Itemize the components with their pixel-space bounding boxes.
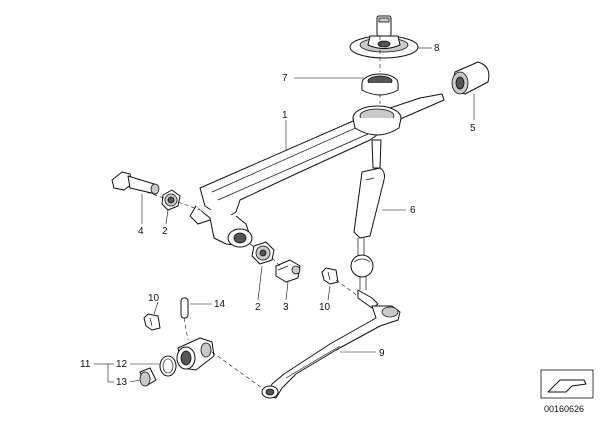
callout-6: 6 [410, 205, 416, 216]
part-2-bushing-lower [251, 241, 275, 265]
callout-8: 8 [434, 43, 440, 54]
callout-10-right: 10 [319, 302, 331, 313]
assembly-lines [139, 36, 381, 389]
callout-7: 7 [282, 73, 288, 84]
part-4-bracket [111, 171, 160, 195]
part-12-snap-ring [159, 355, 177, 377]
part-7-bearing-ring [361, 73, 399, 96]
callout-2-lower: 2 [255, 302, 261, 313]
callout-2-upper: 2 [162, 226, 168, 237]
part-10-clip-right [321, 267, 339, 285]
callout-11: 11 [80, 359, 91, 370]
leader-lines [94, 47, 475, 383]
reference-box: 00160626 [540, 369, 594, 414]
part-6-gear-lever [350, 139, 385, 309]
part-2-bushing-upper [161, 189, 181, 211]
part-10-clip-left [143, 313, 161, 331]
callout-4: 4 [138, 226, 144, 237]
wedge-icon [547, 379, 587, 393]
part-3-clip [275, 259, 301, 283]
callout-14: 14 [214, 299, 226, 310]
callout-9: 9 [379, 348, 385, 359]
part-1-lever-carrier [189, 93, 445, 248]
callout-10-left: 10 [148, 293, 160, 304]
callouts: 8 7 5 1 6 4 2 2 3 10 9 10 14 11 12 13 [80, 43, 476, 388]
part-11-joint-housing [176, 337, 215, 371]
callout-1: 1 [282, 110, 288, 121]
callout-13: 13 [116, 377, 128, 388]
callout-3: 3 [283, 302, 289, 313]
part-8-shift-boot [349, 15, 419, 59]
part-14-pin [180, 297, 189, 319]
part-13-bush [139, 367, 157, 387]
callout-5: 5 [470, 123, 476, 134]
part-5-sleeve [451, 61, 490, 95]
part-9-selector-rod [261, 305, 401, 399]
reference-number: 00160626 [544, 404, 584, 414]
callout-12: 12 [116, 359, 128, 370]
